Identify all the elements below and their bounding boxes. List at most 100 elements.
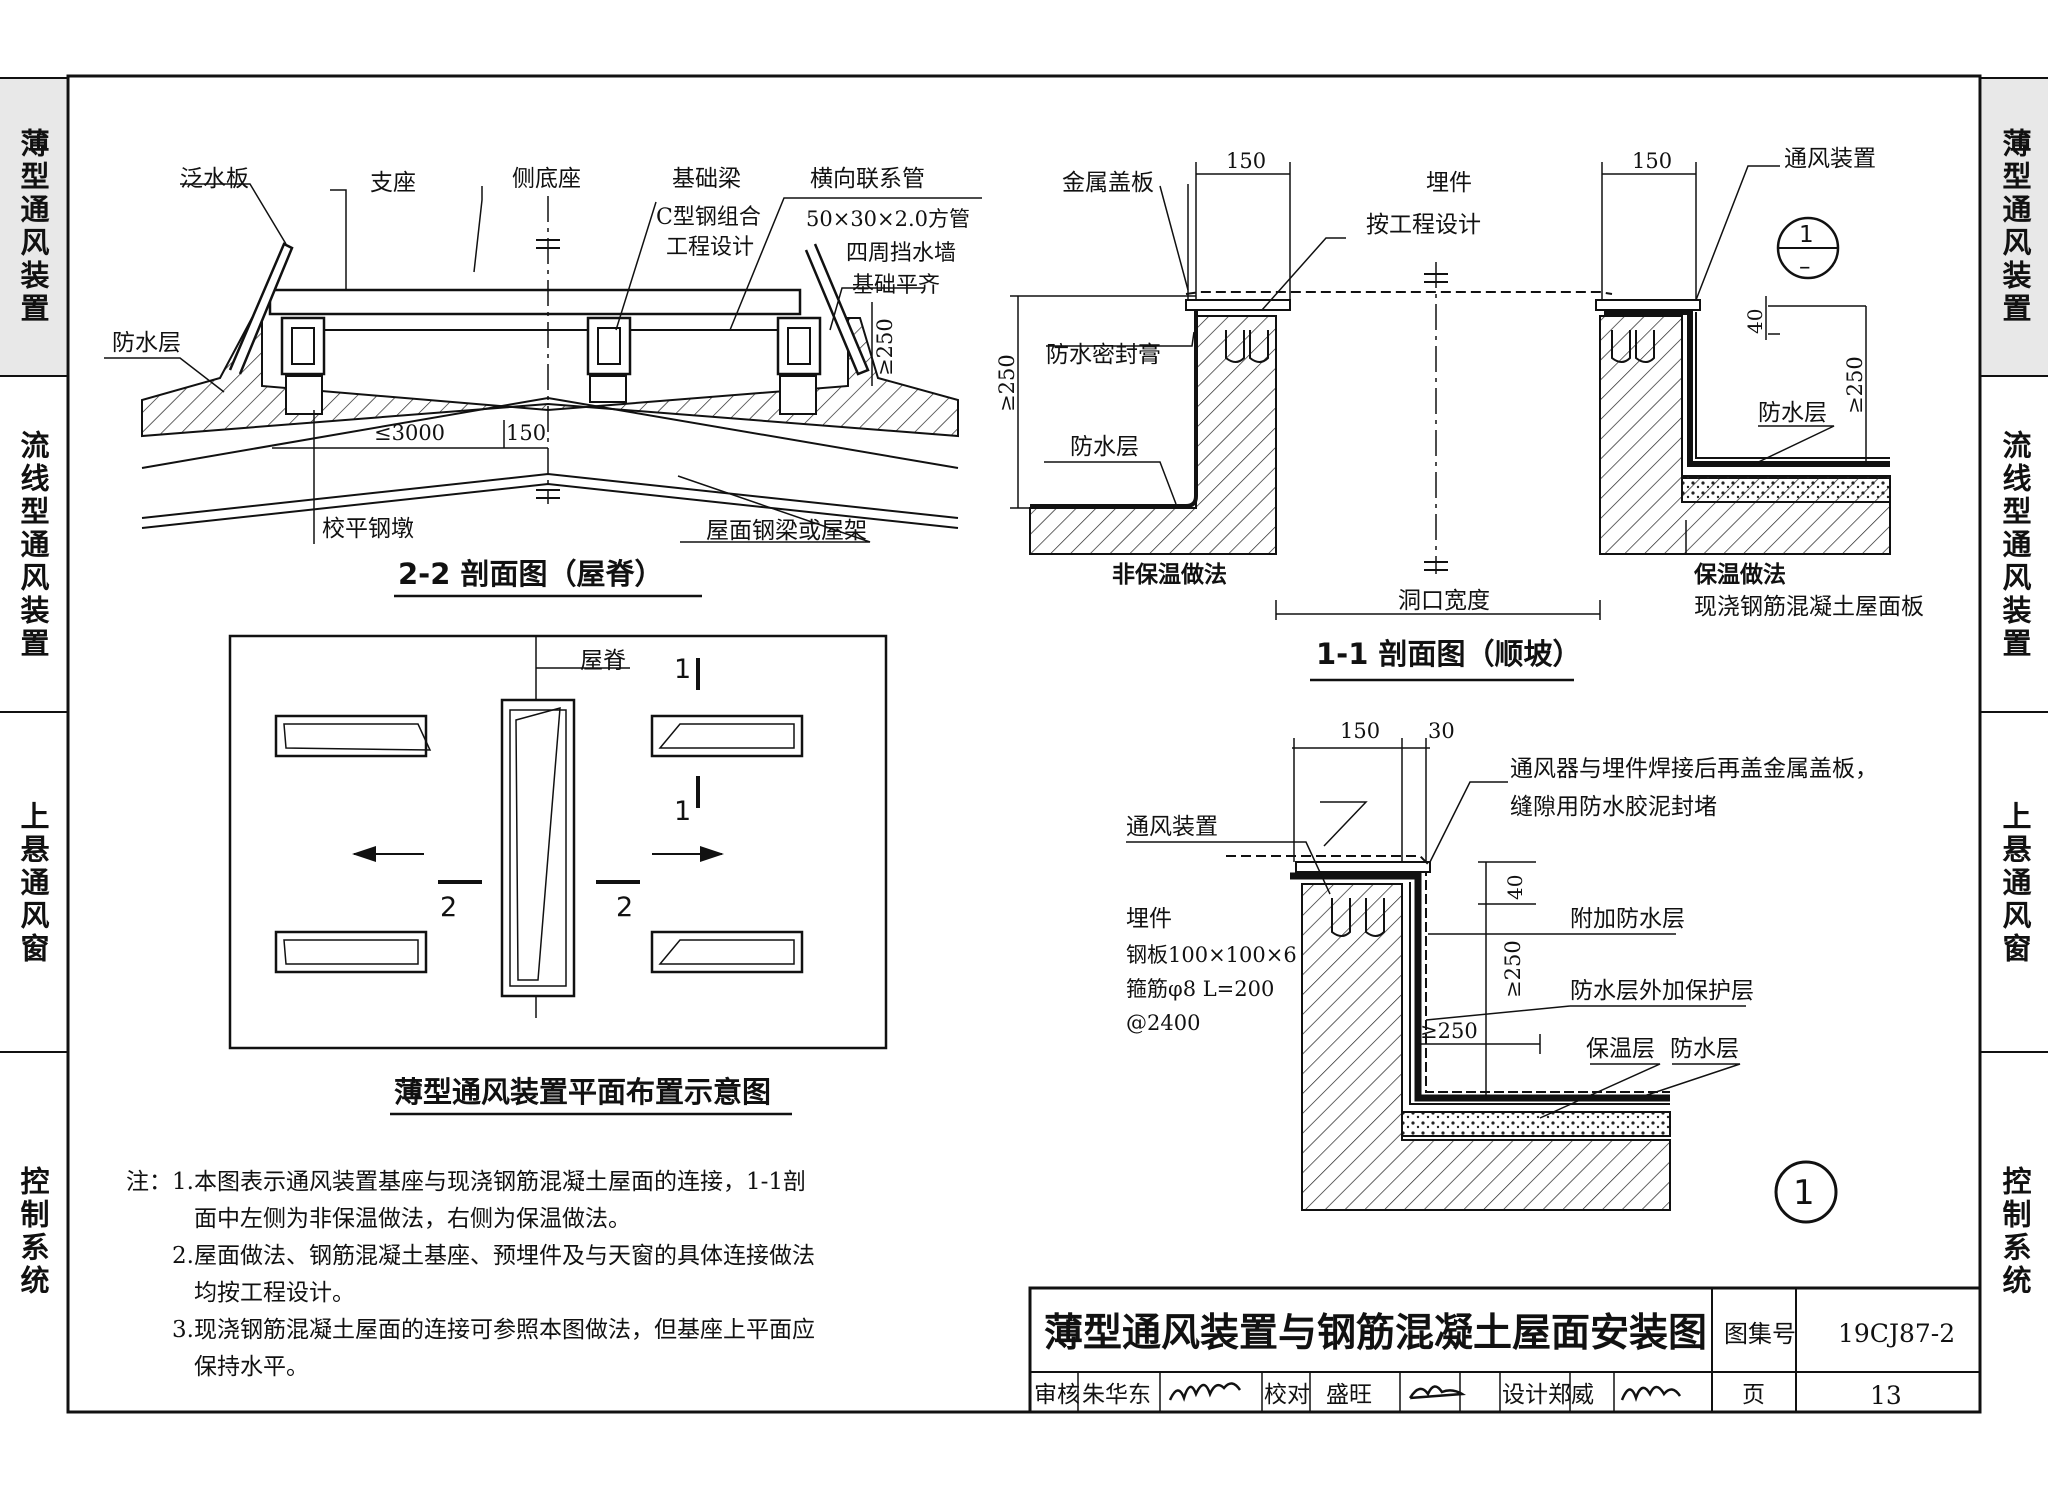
note-text: 保持水平。 — [194, 1354, 309, 1380]
reviewer-name: 朱华东 — [1082, 1382, 1151, 1408]
page-label: 页 — [1742, 1382, 1765, 1408]
check-label: 校对 — [1264, 1382, 1310, 1408]
side-tab-left-streamline-vent[interactable]: 流线型通风装置 — [0, 378, 66, 712]
label-tie-pipe: 横向联系管 — [810, 166, 925, 192]
note-text: 均按工程设计。 — [194, 1280, 355, 1306]
label-vent-device-d1: 通风装置 — [1126, 814, 1218, 840]
label-sealant: 防水密封膏 — [1046, 342, 1161, 368]
dim-150-d1: 150 — [1340, 719, 1380, 743]
note-line: 注：1.本图表示通风装置基座与现浇钢筋混凝土屋面的连接，1-1剖 — [126, 1164, 986, 1201]
note-text: 现浇钢筋混凝土屋面的连接可参照本图做法，但基座上平面应 — [193, 1317, 815, 1343]
side-tab-label: 上悬通风窗 — [16, 800, 50, 966]
side-tab-label: 流线型通风装置 — [16, 429, 50, 661]
section-1-1-drawing — [1010, 162, 1891, 682]
atlas-label: 图集号 — [1724, 1320, 1796, 1348]
side-tab-left-control-system[interactable]: 控制系统 — [0, 1054, 66, 1410]
label-insulation: 保温层 — [1586, 1036, 1655, 1062]
atlas-number: 19CJ87-2 — [1838, 1319, 1955, 1348]
side-tab-left-thin-vent[interactable]: 薄型通风装置 — [0, 78, 66, 376]
detail-ref-top: 1 — [1799, 222, 1814, 248]
dim-250-d1-h: ≥250 — [1420, 1019, 1478, 1043]
label-spacing: @2400 — [1126, 1011, 1200, 1035]
label-wall-1: 四周挡水墙 — [846, 241, 956, 266]
dim-150-11-left: 150 — [1226, 149, 1266, 173]
cut-mark-2a: 2 — [440, 892, 457, 923]
label-ridge: 屋脊 — [580, 648, 626, 674]
side-tab-right-control-system[interactable]: 控制系统 — [1982, 1054, 2048, 1410]
label-waterproof-11-left: 防水层 — [1070, 434, 1139, 460]
side-tab-label: 薄型通风装置 — [1998, 128, 2032, 326]
label-cast-slab: 现浇钢筋混凝土屋面板 — [1694, 594, 1924, 620]
label-embedded-11: 埋件 — [1426, 170, 1472, 196]
note-line: 面中左侧为非保温做法，右侧为保温做法。 — [126, 1201, 986, 1238]
side-tab-left-top-hung-window[interactable]: 上悬通风窗 — [0, 714, 66, 1052]
page-number: 13 — [1870, 1381, 1902, 1410]
label-insulated: 保温做法 — [1693, 561, 1786, 588]
dim-250-11-right: ≥250 — [1843, 356, 1867, 414]
cut-mark-2b: 2 — [616, 892, 633, 923]
dim-40-d1: 40 — [1503, 875, 1527, 900]
label-plate: 钢板100×100×6 — [1126, 943, 1297, 967]
side-tab-right-streamline-vent[interactable]: 流线型通风装置 — [1982, 378, 2048, 712]
label-waterproof-d1: 防水层 — [1670, 1036, 1739, 1062]
section-1-1-title: 1-1 剖面图（顺坡） — [1316, 637, 1582, 671]
side-tab-right-top-hung-window[interactable]: 上悬通风窗 — [1982, 714, 2048, 1052]
designer-name: 郑威 — [1548, 1382, 1594, 1408]
sheet-border — [66, 74, 1982, 1414]
cut-mark-1a: 1 — [674, 654, 691, 685]
checker-name: 盛旺 — [1326, 1382, 1372, 1408]
detail-ref-bottom: – — [1799, 254, 1811, 280]
label-weld-note-1: 通风器与埋件焊接后再盖金属盖板， — [1510, 756, 1878, 782]
checker-signature — [1408, 1385, 1467, 1400]
side-tab-label: 流线型通风装置 — [1998, 429, 2032, 661]
label-weld-note-2: 缝隙用防水胶泥封堵 — [1510, 794, 1717, 820]
dim-250-11-left: ≥250 — [995, 354, 1019, 412]
label-roof-beam: 屋面钢梁或屋架 — [706, 518, 867, 544]
label-wall-2: 基础平齐 — [852, 273, 940, 298]
notes-block: 注：1.本图表示通风装置基座与现浇钢筋混凝土屋面的连接，1-1剖 面中左侧为非保… — [126, 1164, 986, 1386]
section-2-2-drawing — [104, 183, 982, 598]
dim-150-11-right: 150 — [1632, 149, 1672, 173]
dim-250-d1-v: ≥250 — [1501, 940, 1525, 998]
detail-1-drawing — [1126, 738, 1838, 1224]
side-tab-right-thin-vent[interactable]: 薄型通风装置 — [1982, 78, 2048, 376]
note-number: 2. — [172, 1243, 194, 1269]
label-c-steel-1: C型钢组合 — [656, 205, 761, 230]
plan-layout-drawing — [228, 634, 888, 1116]
label-tie-pipe-size: 50×30×2.0方管 — [806, 207, 970, 231]
review-label: 审核 — [1034, 1382, 1080, 1408]
label-stirrup: 箍筋φ8 L=200 — [1126, 977, 1274, 1001]
label-waterproof-11-right: 防水层 — [1758, 400, 1827, 426]
label-non-insulated: 非保温做法 — [1112, 561, 1227, 588]
label-extra-waterproof: 附加防水层 — [1570, 906, 1685, 932]
side-tab-label: 控制系统 — [1998, 1166, 2032, 1298]
reviewer-signature — [1168, 1382, 1242, 1402]
label-c-steel-2: 工程设计 — [666, 235, 754, 260]
plan-title: 薄型通风装置平面布置示意图 — [394, 1075, 771, 1109]
note-line: 保持水平。 — [126, 1349, 986, 1386]
label-side-base: 侧底座 — [512, 166, 581, 192]
detail-number: 1 — [1793, 1173, 1815, 1213]
label-waterproof-22: 防水层 — [112, 330, 181, 356]
note-text: 面中左侧为非保温做法，右侧为保温做法。 — [194, 1206, 631, 1232]
dim-250-22: ≥250 — [873, 318, 897, 376]
label-base-beam: 基础梁 — [672, 166, 741, 192]
cut-mark-1b: 1 — [674, 796, 691, 827]
dim-40-11: 40 — [1743, 309, 1767, 334]
label-support: 支座 — [370, 170, 416, 196]
design-label: 设计 — [1502, 1382, 1548, 1408]
note-number: 3. — [172, 1317, 194, 1343]
label-flashing: 泛水板 — [180, 166, 249, 192]
label-vent-device-11: 通风装置 — [1784, 146, 1876, 172]
note-prefix: 注： — [126, 1169, 172, 1195]
side-tab-label: 控制系统 — [16, 1166, 50, 1298]
note-line: 2.屋面做法、钢筋混凝土基座、预埋件及与天窗的具体连接做法 — [126, 1238, 986, 1275]
title-block-grid — [1028, 1286, 1982, 1414]
label-protection: 防水层外加保护层 — [1570, 978, 1754, 1004]
side-tab-label: 薄型通风装置 — [16, 128, 50, 326]
note-line: 3.现浇钢筋混凝土屋面的连接可参照本图做法，但基座上平面应 — [126, 1312, 986, 1349]
label-embedded-d1: 埋件 — [1126, 906, 1172, 932]
note-text: 屋面做法、钢筋混凝土基座、预埋件及与天窗的具体连接做法 — [193, 1243, 815, 1269]
label-opening-width: 洞口宽度 — [1398, 588, 1490, 614]
